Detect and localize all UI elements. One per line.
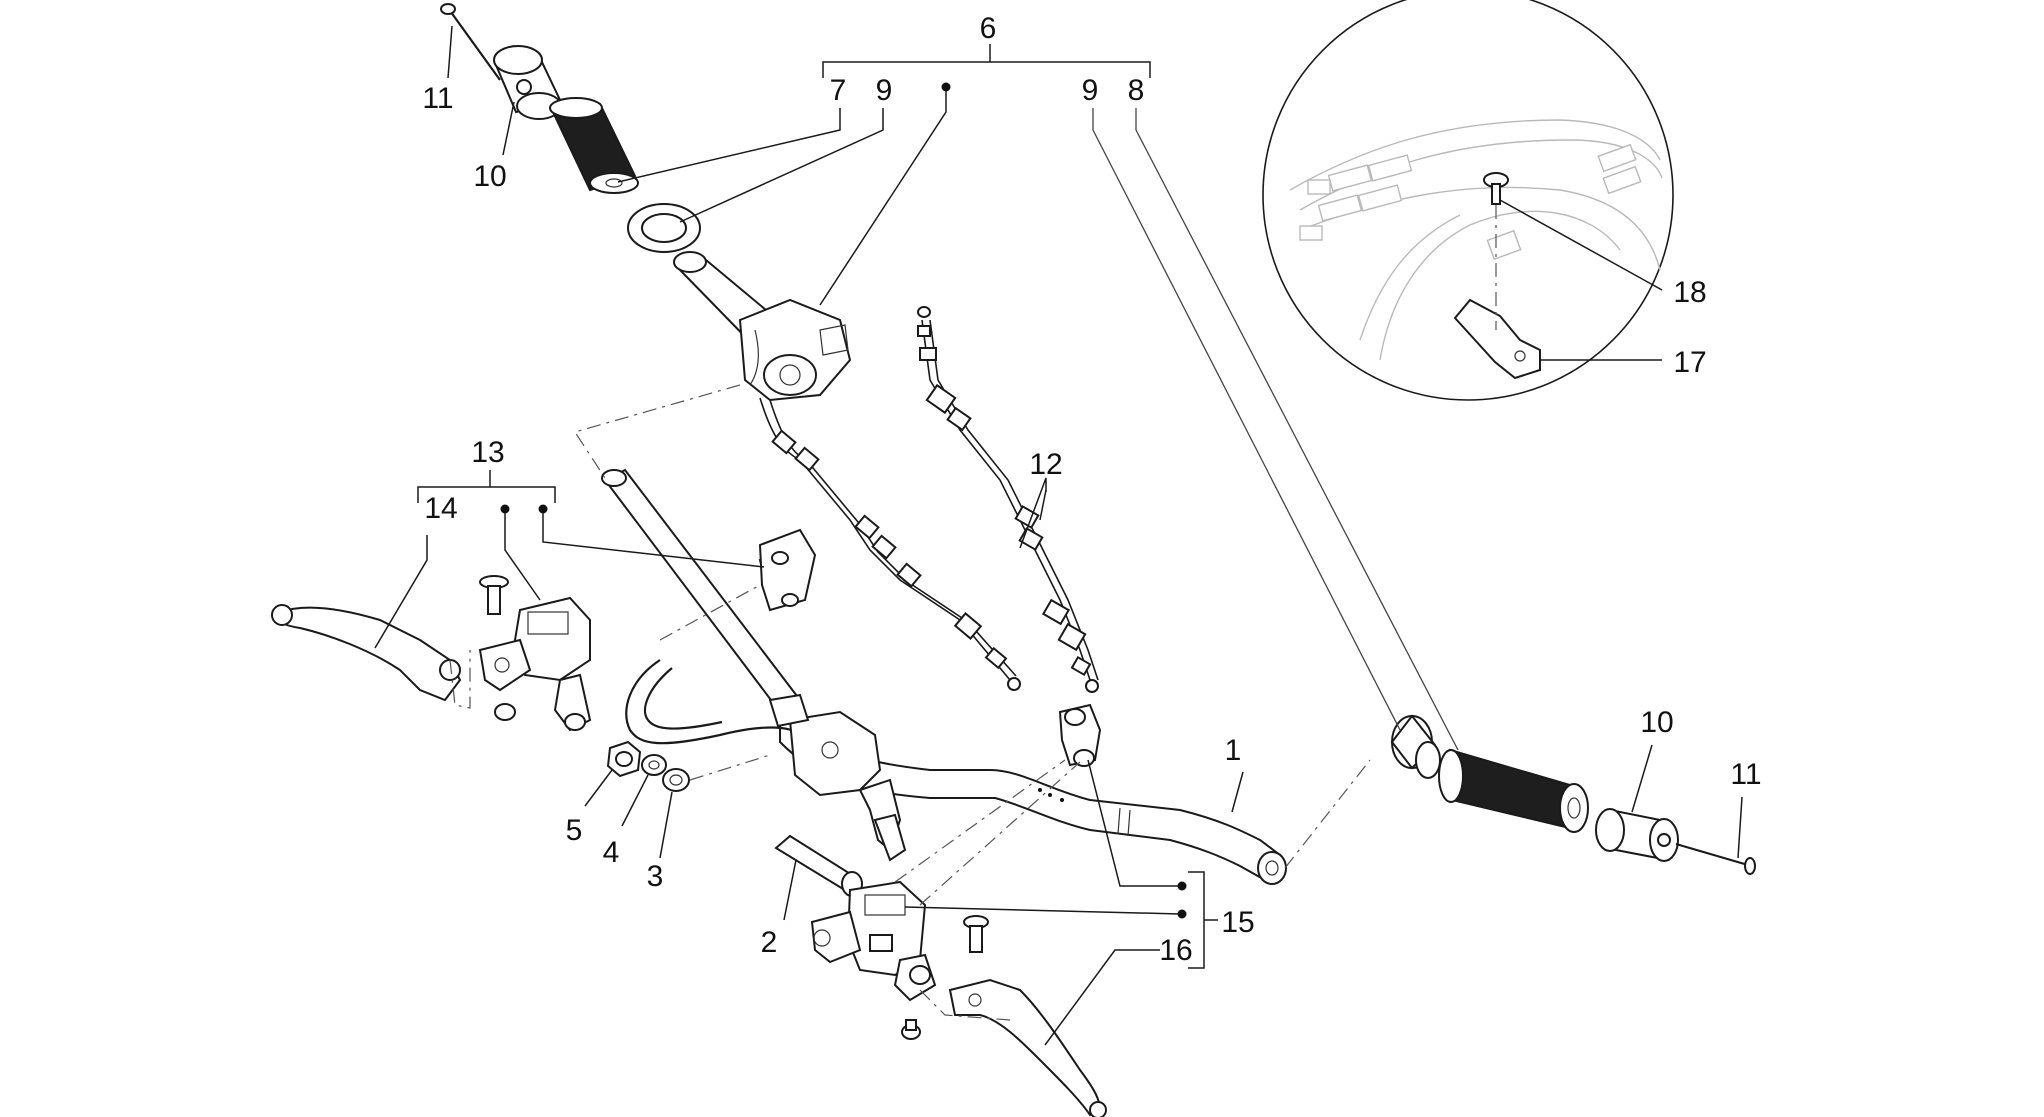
right-brake-assembly [774, 834, 1107, 1117]
left-brake-assembly [271, 575, 592, 732]
label-11-right: 11 [1730, 758, 1761, 791]
right-grip-assembly [1390, 714, 1756, 875]
label-10-right: 10 [1640, 706, 1673, 739]
bullet-dots [500, 82, 1187, 919]
dot-6 [941, 82, 951, 92]
label-1: 1 [1225, 734, 1242, 767]
label-12: 12 [1029, 448, 1062, 481]
label-3: 3 [647, 860, 664, 893]
throttle-cable-left [759, 397, 1021, 691]
label-2: 2 [761, 926, 778, 959]
dot-15-b [1177, 909, 1187, 919]
label-16: 16 [1159, 934, 1192, 967]
label-8: 8 [1128, 74, 1145, 107]
throttle-cable-right [917, 306, 1099, 693]
label-7: 7 [830, 74, 847, 107]
dot-13-b [538, 504, 548, 514]
leader-lines [374, 25, 1743, 1046]
label-11-top: 11 [422, 82, 453, 115]
brake-clamp-15 [1058, 703, 1102, 767]
alignment-lines [574, 384, 1371, 906]
mirror-clamp [758, 528, 817, 612]
handlebar [601, 468, 1287, 885]
label-5: 5 [566, 814, 583, 847]
part-labels: 1 2 3 4 5 6 7 9 9 8 10 11 12 13 14 15 16… [422, 12, 1761, 967]
dot-13-a [500, 504, 510, 514]
dot-15-a [1177, 881, 1187, 891]
label-9-right: 9 [1082, 74, 1099, 107]
left-grip-assembly [440, 3, 852, 402]
label-6: 6 [980, 12, 997, 45]
label-13: 13 [471, 436, 504, 469]
label-9-left: 9 [876, 74, 893, 107]
label-14: 14 [424, 492, 457, 525]
label-4: 4 [603, 836, 620, 869]
detail-inset [1262, 0, 1674, 401]
label-18: 18 [1673, 276, 1706, 309]
nut-washers [606, 740, 690, 792]
label-15: 15 [1221, 906, 1254, 939]
label-17: 17 [1673, 346, 1706, 379]
label-10-top: 10 [473, 160, 506, 193]
